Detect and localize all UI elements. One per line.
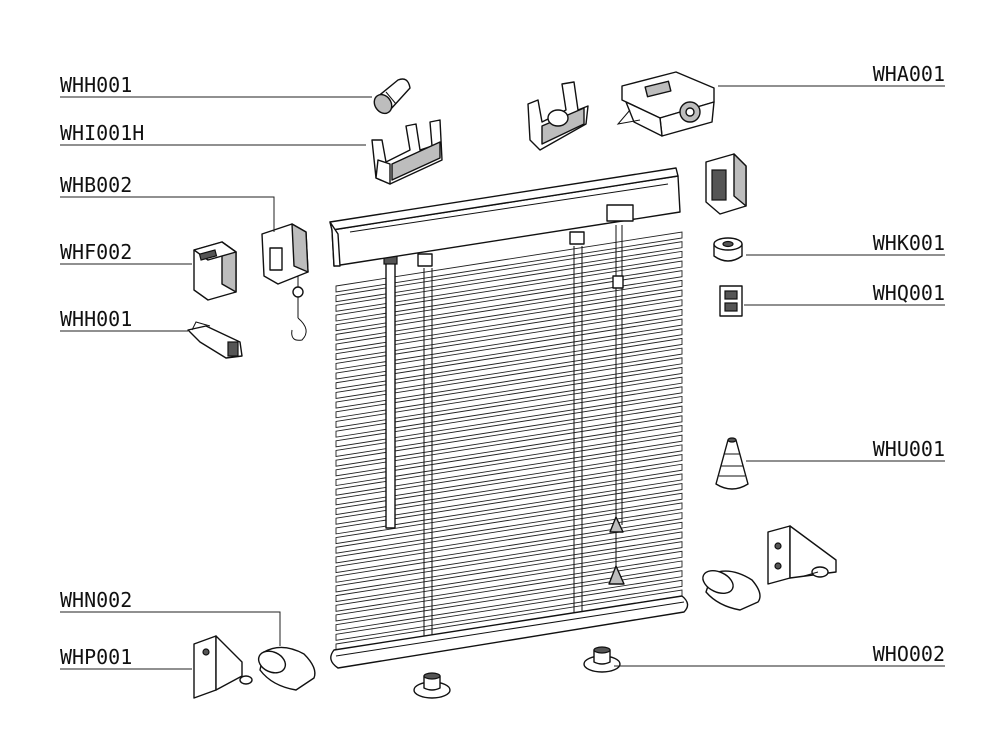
- label-whh001-mid: WHH001: [60, 307, 132, 331]
- slat: [335, 434, 683, 496]
- part-whi001h-bracket: [371, 119, 443, 185]
- slat: [335, 541, 683, 603]
- slat: [335, 463, 683, 525]
- slat: [335, 337, 683, 399]
- part-whh001-clip: [187, 321, 243, 359]
- slat: [335, 231, 683, 293]
- slat: [335, 260, 683, 322]
- slat: [335, 502, 683, 564]
- slat: [335, 492, 683, 554]
- venetian-blind: [329, 167, 689, 669]
- slat: [335, 550, 683, 612]
- part-whk001-ring: [713, 237, 743, 262]
- slat: [335, 250, 683, 312]
- part-whb002-cordlock: [261, 223, 309, 341]
- slat: [335, 279, 683, 341]
- label-whb002: WHB002: [60, 173, 132, 197]
- part-whf002-endcap: [193, 241, 237, 301]
- label-whi001h: WHI001H: [60, 121, 144, 145]
- slat: [335, 473, 683, 535]
- slat: [335, 512, 683, 574]
- tilt-wand: [383, 251, 398, 529]
- slat: [335, 395, 683, 458]
- part-labels: WHH001 WHI001H WHB002 WHF002 WHH001 WHN0…: [60, 62, 945, 669]
- slat: [335, 328, 683, 390]
- label-who002: WHO002: [873, 642, 945, 666]
- part-whp001-bracket: [193, 635, 253, 699]
- part-bottom-grommet-left: [413, 672, 451, 699]
- part-who002-grommet: [583, 646, 621, 673]
- slat: [335, 270, 683, 332]
- part-right-endcap: [705, 153, 747, 215]
- slat: [335, 570, 683, 632]
- slat: [335, 405, 683, 467]
- part-wha001-tilter: [616, 71, 715, 137]
- slat: [335, 289, 683, 351]
- part-whn002-oval-cap: [257, 646, 316, 691]
- part-whq001-grommet: [719, 285, 743, 317]
- lift-cords: [608, 225, 625, 585]
- slat: [335, 444, 683, 506]
- blind-slats: [335, 231, 683, 651]
- label-whk001: WHK001: [873, 231, 945, 255]
- slat: [335, 454, 683, 516]
- slat: [335, 376, 683, 438]
- slat: [335, 318, 683, 380]
- slat: [335, 521, 683, 583]
- slat: [335, 347, 683, 409]
- label-whh001-top: WHH001: [60, 73, 132, 97]
- slat: [335, 386, 683, 448]
- slat: [335, 357, 683, 419]
- part-right-bracket: [767, 525, 837, 585]
- ladder-strings: [423, 246, 583, 640]
- slat: [335, 366, 683, 428]
- label-whf002: WHF002: [60, 240, 132, 264]
- slat: [335, 483, 683, 545]
- part-right-oval-cap: [702, 569, 761, 611]
- slat: [335, 579, 683, 641]
- label-whu001: WHU001: [873, 437, 945, 461]
- slat: [335, 531, 683, 593]
- label-whq001: WHQ001: [873, 281, 945, 305]
- slat: [335, 299, 683, 361]
- leader-lines: [60, 85, 945, 670]
- slat: [335, 560, 683, 622]
- slat: [335, 424, 683, 487]
- part-center-bracket: [527, 81, 589, 151]
- label-wha001: WHA001: [873, 62, 945, 86]
- slat: [335, 308, 683, 370]
- head-rail: [329, 167, 681, 267]
- slat: [335, 415, 683, 477]
- part-whh001-roller: [373, 78, 411, 115]
- label-whp001: WHP001: [60, 645, 132, 669]
- slat: [335, 241, 683, 303]
- label-whn002: WHN002: [60, 588, 132, 612]
- bottom-rail: [330, 595, 689, 669]
- part-whu001-cone: [715, 437, 749, 490]
